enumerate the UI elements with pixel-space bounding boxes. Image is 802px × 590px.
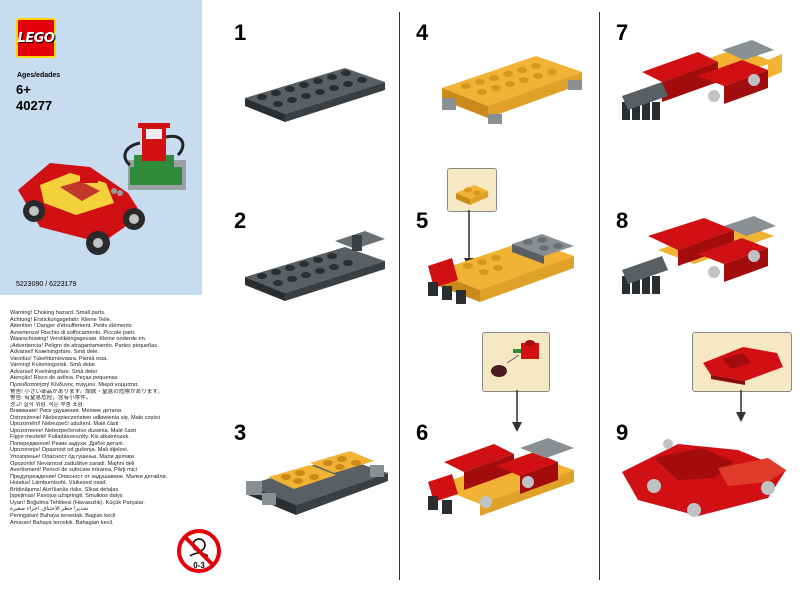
warning-line: Попередження! Ризик задухи. Дрібні детал… xyxy=(10,440,125,447)
step-6-image xyxy=(428,438,574,516)
warning-line: 경고! 질식 위험. 작은 부품 포함. xyxy=(10,401,85,408)
warning-line: Peringatan! Bahaya tersedak. Bagian keci… xyxy=(10,512,116,519)
cover-panel: LEGO Ages/edades 6+ 40277 5223090 / 6223… xyxy=(0,0,221,590)
warning-line: Advarsel! Kvælningsfare. Små dele. xyxy=(10,349,99,356)
warning-line: تحذير! خطر الاختناق. أجزاء صغيرة xyxy=(10,506,89,513)
red-brick-and-tile-icon xyxy=(491,340,539,377)
arrow-down-icon xyxy=(736,390,746,422)
warning-line: Προειδοποίηση! Κίνδυνος πνιγμού. Μικρά κ… xyxy=(10,382,139,389)
warning-line: Figye mezteté! Fulladásveszély. Kis alka… xyxy=(10,434,130,441)
warning-line: ¡Advertencia! Peligro de atragantamiento… xyxy=(10,342,159,349)
step-9-parts-callout xyxy=(692,332,792,392)
warning-line: Ostrzeżenie! Niebezpieczeństwo udławieni… xyxy=(10,414,161,421)
warning-line: Įspėjimas! Pavojus užspringti. Smulkios … xyxy=(10,493,123,500)
warning-line: Внимание! Риск удушения. Мелкие детали. xyxy=(10,408,123,415)
warning-line: Atenção! Risco de asfixia. Peças pequena… xyxy=(10,375,118,382)
warning-line: Hoiatus! Lämbumisoht. Väikesed osad. xyxy=(10,480,108,487)
step-number-4: 4 xyxy=(416,20,429,45)
warning-line: Waarschuwing! Verstikkingsgevaar. Kleine… xyxy=(10,336,147,343)
hero-car-fuel-pump-image xyxy=(18,123,186,255)
warning-line: Avertisment! Pericol de sufocare intrare… xyxy=(10,467,138,474)
warning-line: Opozorilo! Nevarnost zadušitve zaradi. M… xyxy=(10,460,135,467)
warning-line: Uyarı! Boğulma Tehlikesi (Havasızlık). K… xyxy=(10,499,145,506)
step-7-image xyxy=(622,40,782,120)
warning-line: Упозорење! Опасност од гушења. Мали дело… xyxy=(10,454,136,461)
warning-line: Attention ! Danger d'étouffement. Petits… xyxy=(10,323,132,330)
age-warning-label: 0-3 xyxy=(193,561,205,570)
step-number-5: 5 xyxy=(416,208,429,233)
warning-line: Warning! Choking hazard. Small parts. xyxy=(10,310,106,316)
warning-line: Varning! Kvävningsrisk. Små delar. xyxy=(10,362,97,369)
age-rating: 6+ xyxy=(16,82,31,97)
warning-line: 警告! 小さい部品があります。誤飲・窒息の危険があります。 xyxy=(10,388,164,395)
step-2-image xyxy=(245,231,385,301)
arrow-down-icon xyxy=(512,390,522,432)
step-5-image xyxy=(428,234,574,304)
step-8-image xyxy=(622,216,776,294)
column-divider xyxy=(599,12,600,580)
step-6-parts-callout xyxy=(482,332,550,392)
step-number-6: 6 xyxy=(416,420,429,445)
step-number-8: 8 xyxy=(616,208,629,233)
warning-line: Avvertenza! Rischio di soffocamento. Pic… xyxy=(10,329,136,336)
step-number-9: 9 xyxy=(616,420,629,445)
safety-warnings: Warning! Choking hazard. Small parts.Ach… xyxy=(10,310,200,526)
warning-line: Achtung! Erstickungsgefahr. Kleine Teile… xyxy=(10,316,112,323)
step-9-image xyxy=(622,439,786,517)
step-number-2: 2 xyxy=(234,208,247,233)
column-divider xyxy=(399,12,400,580)
yellow-brick-icon xyxy=(456,185,488,205)
warning-line: Предупреждение! Опасност от задушаване. … xyxy=(10,473,168,480)
ages-label: Ages/edades xyxy=(17,72,61,79)
step-number-7: 7 xyxy=(616,20,629,45)
step-5-parts-callout xyxy=(447,168,497,212)
set-number: 40277 xyxy=(16,98,53,113)
warning-line: Upozornění! Nebezpečí udušení. Malé část… xyxy=(10,421,119,428)
lego-logo: LEGO xyxy=(16,18,56,58)
warning-line: Advarsel! Kvelningsfare. Små deler xyxy=(10,368,98,375)
step-3-image xyxy=(246,451,388,515)
warning-line: Upozornenie! Nebezpečenstvo dusenia. Mal… xyxy=(10,427,136,434)
step-1-image xyxy=(245,68,385,122)
step-number-1: 1 xyxy=(234,20,247,45)
product-codes: 5223090 / 6223179 xyxy=(16,281,77,288)
step-number-3: 3 xyxy=(234,420,247,445)
warning-line: Amaran! Bahaya tercekik. Bahagian kecil. xyxy=(10,519,114,526)
warning-line: Brīdinājums! Aizrīšanās risks. Sīkas det… xyxy=(10,486,119,493)
red-wedge-piece-icon xyxy=(703,347,783,385)
no-under-3-icon: 0-3 xyxy=(177,529,221,573)
warning-line: Varoitus! Tukehtumisvaara. Pieniä osia. xyxy=(10,355,108,362)
warning-line: Upozorenje! Opasnost od gušenja. Mali di… xyxy=(10,447,129,454)
warning-line: 警告: 有窒息危险，含有小零件。 xyxy=(10,395,92,402)
step-4-image xyxy=(442,56,582,124)
